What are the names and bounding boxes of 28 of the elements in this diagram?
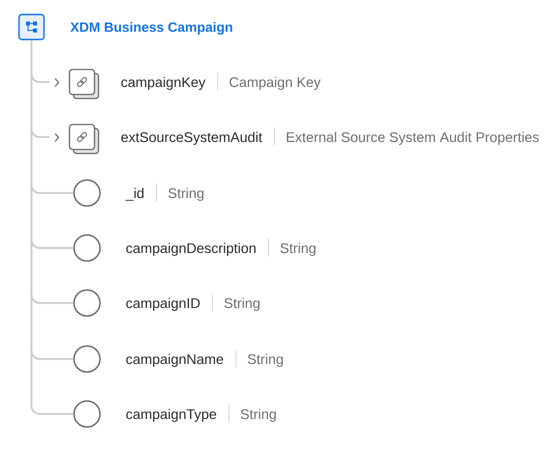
branch-line <box>30 128 50 138</box>
field-circle <box>73 345 101 373</box>
field-type: Campaign Key <box>230 76 321 90</box>
branch-line <box>30 240 74 249</box>
field-circle <box>73 234 101 262</box>
branch-line <box>30 74 50 83</box>
field-name: campaignType <box>126 408 216 422</box>
field-name: _id <box>125 188 144 201</box>
field-name: campaignName <box>126 354 224 367</box>
field-circle <box>73 400 101 428</box>
field-type: String <box>248 354 283 367</box>
field-circle <box>73 179 101 207</box>
branch-line <box>30 350 74 360</box>
field-type: External Source System Audit Properties <box>286 132 539 145</box>
field-name: campaignID <box>126 298 200 311</box>
branch-line <box>30 294 74 304</box>
field-type: String <box>168 188 204 201</box>
field-type: String <box>224 298 260 311</box>
branch-line <box>30 184 74 194</box>
node-title: XDM Business Campaign <box>70 22 232 35</box>
field-name: campaignKey <box>121 76 206 90</box>
field-name: campaignDescription <box>126 242 256 256</box>
field-type: String <box>280 242 316 256</box>
branch-line <box>30 406 74 415</box>
trunk-line <box>30 40 32 406</box>
field-type: String <box>240 408 276 422</box>
field-name: extSourceSystemAudit <box>121 132 262 145</box>
field-circle <box>73 289 101 317</box>
